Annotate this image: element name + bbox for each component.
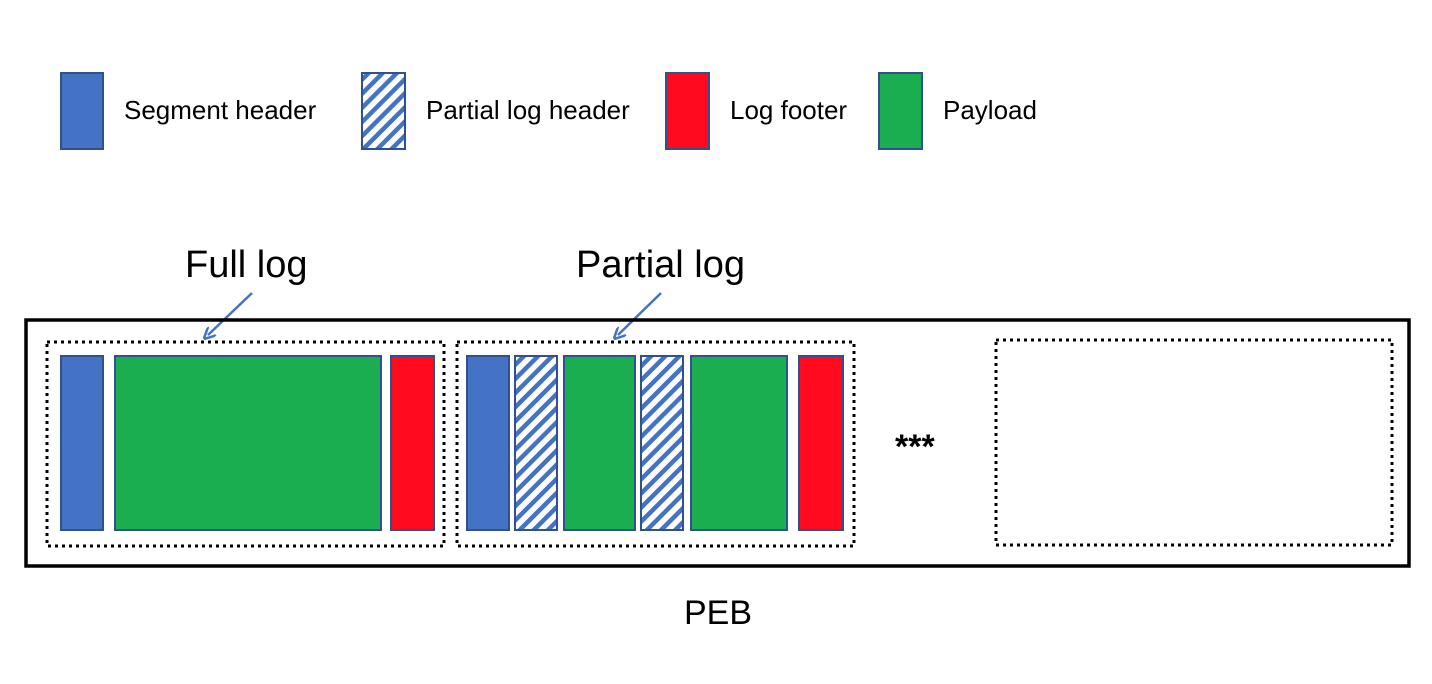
- legend-label-partial-log-header: Partial log header: [426, 95, 630, 125]
- payload-swatch: [878, 72, 923, 150]
- peb-label: PEB: [684, 594, 752, 632]
- full-log-footer: [390, 355, 435, 531]
- partial-log-boundary: [455, 340, 856, 548]
- partial-log-footer: [798, 355, 844, 531]
- legend-item-payload: Payload: [878, 72, 1037, 150]
- log-footer-swatch: [665, 72, 710, 150]
- full-log-box: [45, 340, 446, 548]
- legend-label-payload: Payload: [943, 95, 1037, 125]
- legend-item-segment-header: Segment header: [60, 72, 317, 150]
- full-log-boundary: [45, 340, 446, 548]
- full-log-payload: [114, 355, 382, 531]
- full-log-arrow: [208, 292, 253, 335]
- partial-log-header-swatch: [361, 72, 406, 150]
- empty-log-boundary: [994, 338, 1394, 547]
- legend-label-log-footer: Log footer: [730, 95, 847, 125]
- partial-log-segment-header: [466, 355, 510, 531]
- full-log-label: Full log: [185, 244, 308, 286]
- legend-item-log-footer: Log footer: [665, 72, 847, 150]
- legend-label-segment-header: Segment header: [124, 95, 317, 125]
- legend: Segment header Partial log header Log fo…: [60, 72, 1037, 150]
- partial-log-payload-2: [690, 355, 788, 531]
- partial-log-arrow: [618, 292, 662, 335]
- peb-box: [24, 318, 1411, 568]
- partial-log-header-1: [514, 355, 558, 531]
- partial-log-box: [455, 340, 856, 548]
- legend-item-partial-log-header: Partial log header: [361, 72, 630, 150]
- partial-log-payload-1: [563, 355, 636, 531]
- partial-log-label: Partial log: [576, 244, 745, 286]
- segment-header-swatch: [60, 72, 104, 150]
- ellipsis-text: ***: [895, 428, 935, 466]
- partial-log-header-2: [640, 355, 684, 531]
- full-log-segment-header: [60, 355, 104, 531]
